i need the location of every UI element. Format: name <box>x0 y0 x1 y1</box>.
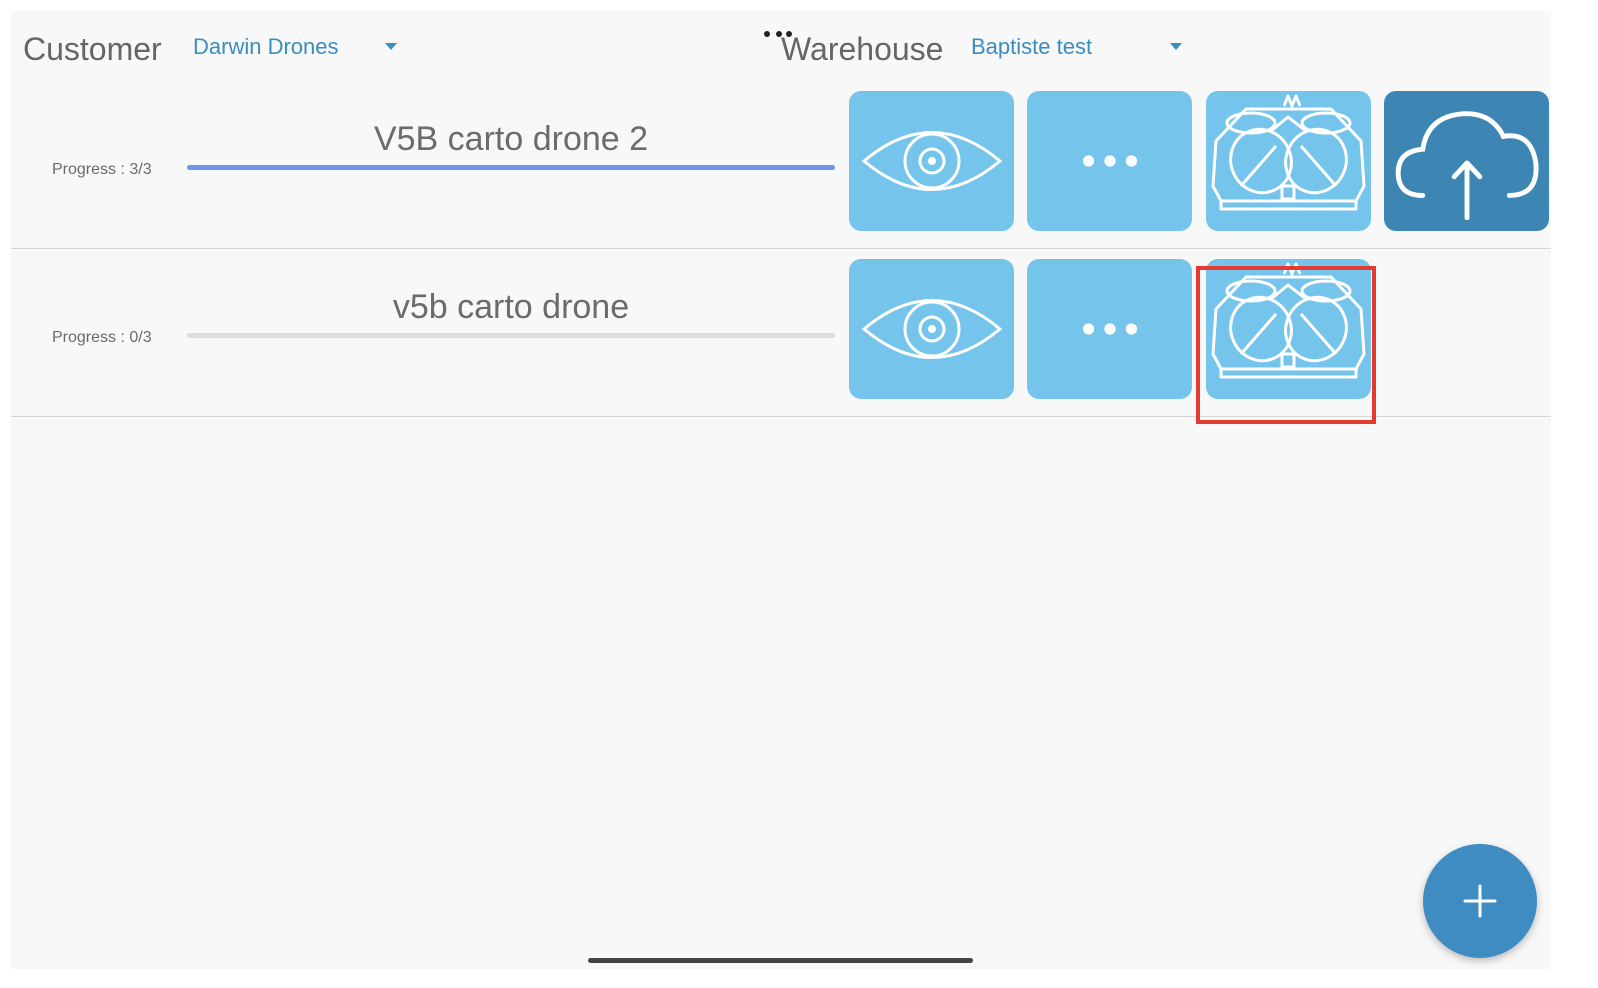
fly-drone-button[interactable] <box>1206 91 1371 231</box>
row-divider <box>11 248 1551 249</box>
customer-select-value[interactable]: Darwin Drones <box>193 34 339 59</box>
upload-button[interactable] <box>1384 91 1549 231</box>
progress-label: Progress : 0/3 <box>52 329 152 346</box>
warehouse-label: Warehouse <box>781 31 944 67</box>
status-dots-icon <box>764 29 794 39</box>
view-mission-button[interactable] <box>849 91 1014 231</box>
row-divider <box>11 416 1551 417</box>
customer-label: Customer <box>23 31 162 67</box>
mission-name: v5b carto drone <box>392 288 630 326</box>
home-indicator <box>588 958 973 963</box>
customer-dropdown-caret-icon[interactable] <box>385 43 397 50</box>
drone-icon <box>1206 91 1371 231</box>
more-dots-icon <box>1082 322 1138 336</box>
mission-row: v5b carto drone Progress : 0/3 <box>11 249 1551 417</box>
highlight-box <box>1196 266 1376 424</box>
add-mission-button[interactable] <box>1423 844 1537 958</box>
warehouse-dropdown-caret-icon[interactable] <box>1170 43 1182 50</box>
progress-label: Progress : 3/3 <box>52 161 152 178</box>
mission-name: V5B carto drone 2 <box>373 120 649 158</box>
plus-icon <box>1463 884 1497 918</box>
view-mission-button[interactable] <box>849 259 1014 399</box>
mission-row: V5B carto drone 2 Progress : 3/3 <box>11 81 1551 249</box>
progress-bar <box>187 333 835 338</box>
more-dots-icon <box>1082 154 1138 168</box>
progress-bar <box>187 165 835 170</box>
app-screen: Customer Darwin Drones Warehouse Baptist… <box>11 11 1551 969</box>
cloud-upload-icon <box>1393 102 1541 220</box>
eye-icon <box>862 294 1002 364</box>
more-options-button[interactable] <box>1027 259 1192 399</box>
warehouse-select-value[interactable]: Baptiste test <box>971 34 1093 59</box>
fly-drone-button[interactable] <box>1206 259 1371 399</box>
more-options-button[interactable] <box>1027 91 1192 231</box>
progress-bar-fill <box>187 165 835 170</box>
eye-icon <box>862 126 1002 196</box>
